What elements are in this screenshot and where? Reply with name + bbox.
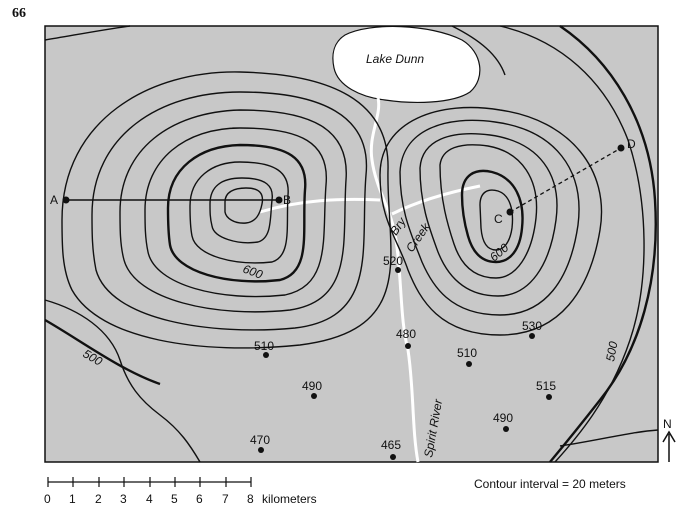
scale-tick: 1	[69, 492, 76, 506]
label-d: D	[627, 137, 636, 151]
elev-label: 470	[250, 433, 270, 447]
lake-label: Lake Dunn	[366, 52, 424, 66]
point-c	[506, 208, 514, 216]
contour-se	[559, 429, 659, 447]
label-b: B	[283, 193, 291, 207]
contour-interval: Contour interval = 20 meters	[474, 477, 626, 491]
bry-creek-west	[259, 197, 381, 214]
profile-line-c-d	[509, 147, 622, 213]
spirit-river	[369, 97, 420, 463]
lake-dunn	[332, 25, 481, 103]
north-arrow: N	[662, 417, 676, 462]
elev-point	[466, 361, 472, 367]
elev-point	[405, 343, 411, 349]
elev-label: 530	[522, 319, 542, 333]
scale-tick: 8	[247, 492, 254, 506]
scale-tick: 0	[44, 492, 51, 506]
elev-point	[395, 267, 401, 273]
elev-label: 510	[457, 346, 477, 360]
elev-point	[503, 426, 509, 432]
scale-tick: 5	[171, 492, 178, 506]
scale-unit: kilometers	[262, 492, 317, 506]
point-b	[275, 196, 283, 204]
north-label: N	[663, 417, 672, 431]
elev-label: 490	[493, 411, 513, 425]
elev-label: 480	[396, 327, 416, 341]
contour-label-600-west: 600	[241, 262, 265, 282]
contour-500-east	[549, 25, 657, 463]
east-hill-contours	[379, 106, 603, 336]
scale-tick: 7	[222, 492, 229, 506]
west-hill-contours	[61, 71, 392, 349]
elev-point	[546, 394, 552, 400]
point-a	[62, 196, 70, 204]
elev-label: 490	[302, 379, 322, 393]
scale-tick: 2	[95, 492, 102, 506]
scale-tick: 6	[196, 492, 203, 506]
contour-500-west	[44, 318, 161, 386]
contour-nw	[44, 25, 131, 41]
contour-east-1	[499, 25, 645, 463]
label-c: C	[494, 212, 503, 226]
elev-label: 510	[254, 339, 274, 353]
contour-label-500-east: 500	[603, 340, 620, 362]
scale-bar: 0 1 2 3 4 5 6 7 8 kilometers	[44, 477, 317, 506]
contour-north-east	[451, 25, 506, 76]
elev-point	[263, 352, 269, 358]
spot-elevations: 520 480 510 510 490 470 465 490 515 530	[250, 254, 556, 460]
elev-label: 515	[536, 379, 556, 393]
question-number: 66	[12, 6, 26, 21]
elev-point	[529, 333, 535, 339]
label-a: A	[50, 193, 58, 207]
elev-point	[258, 447, 264, 453]
contour-sw-1	[44, 299, 201, 463]
bry-creek-east	[391, 184, 481, 216]
elev-label: 520	[383, 254, 403, 268]
scale-tick: 3	[120, 492, 127, 506]
point-d	[617, 144, 625, 152]
elev-point	[311, 393, 317, 399]
map-frame	[44, 25, 659, 463]
elev-label: 465	[381, 438, 401, 452]
scale-tick: 4	[146, 492, 153, 506]
elev-point	[390, 454, 396, 460]
